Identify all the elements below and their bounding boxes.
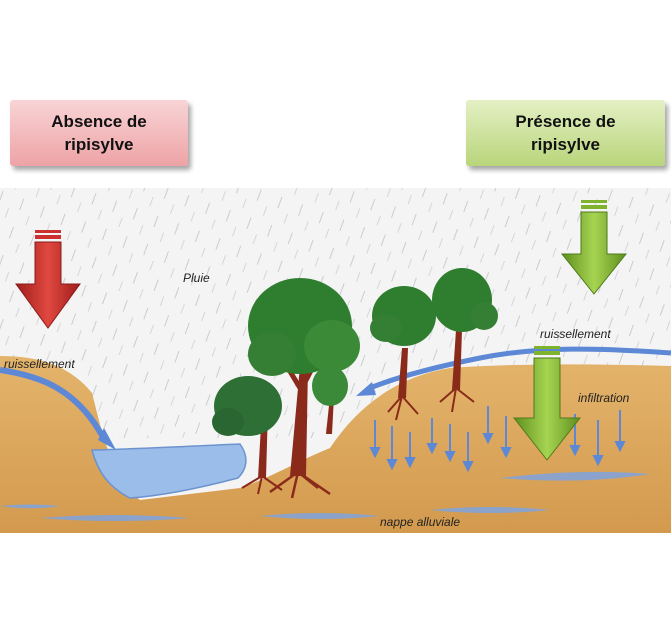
right-runoff-arrowhead [356, 382, 376, 396]
runoff-left-label: ruissellement [4, 357, 75, 371]
riparian-diagram: Pluie ruissellement ruissellement infilt… [0, 188, 671, 533]
presence-ripisylve-label: Présence de ripisylve [466, 100, 665, 166]
infiltration-arrows [369, 406, 626, 473]
tree-right-2 [432, 268, 498, 413]
tree-left-small [212, 376, 283, 495]
rain-label: Pluie [183, 271, 210, 285]
aquifer-label: nappe alluviale [380, 515, 460, 529]
red-down-arrow [15, 230, 81, 329]
absence-label-text: Absence de ripisylve [51, 112, 147, 154]
soil [0, 356, 671, 533]
absence-ripisylve-label: Absence de ripisylve [10, 100, 188, 166]
aquifer-water [0, 471, 650, 521]
runoff-right-label: ruissellement [540, 327, 611, 341]
tree-riverbank-small [312, 366, 348, 434]
tree-right-1 [370, 286, 436, 421]
river [91, 443, 247, 499]
presence-label-text: Présence de ripisylve [515, 112, 616, 154]
green-down-arrow-bottom [512, 346, 582, 461]
left-runoff-arrowhead [98, 428, 116, 450]
tree-center [248, 278, 360, 499]
green-down-arrow-top [560, 200, 628, 295]
left-runoff-flow [0, 367, 108, 442]
infiltration-label: infiltration [578, 391, 630, 405]
